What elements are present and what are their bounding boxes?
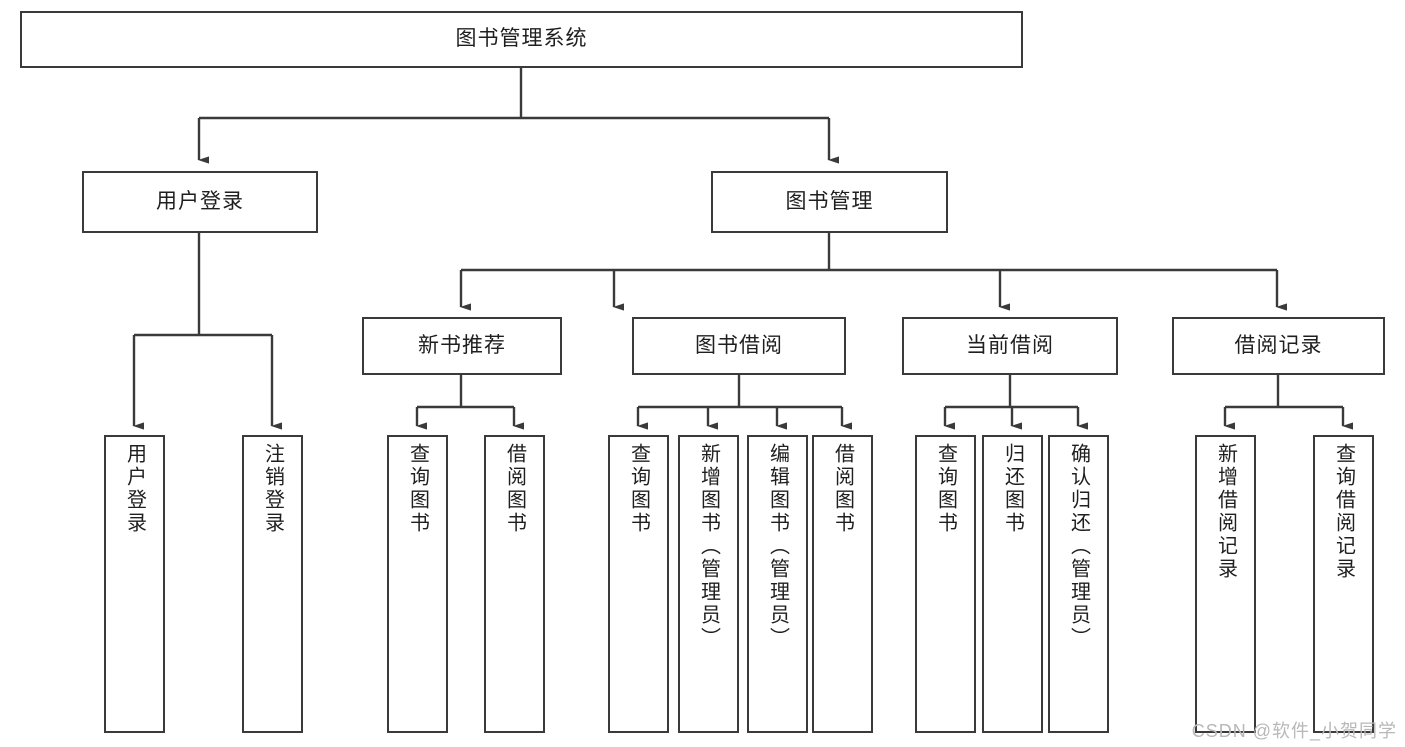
node-root[interactable]: 图书管理系统 <box>20 11 1023 68</box>
node-book-management[interactable]: 图书管理 <box>711 171 948 233</box>
leaf-return-book[interactable]: 归还图书 <box>982 435 1043 733</box>
leaf-borrow-book-newbook-label: 借阅图书 <box>503 443 526 535</box>
leaf-confirm-return-admin[interactable]: 确认归还（管理员） <box>1048 435 1109 733</box>
leaf-borrow-book[interactable]: 借阅图书 <box>812 435 873 733</box>
leaf-logout-label: 注销登录 <box>261 443 284 535</box>
leaf-query-borrow-record-label: 查询借阅记录 <box>1332 443 1355 581</box>
node-borrow-record-label: 借阅记录 <box>1234 333 1323 357</box>
node-new-book-recommend-label: 新书推荐 <box>418 333 506 357</box>
node-book-management-label: 图书管理 <box>785 189 874 213</box>
leaf-query-book-borrow-label: 查询图书 <box>627 443 650 535</box>
leaf-query-book-current-label: 查询图书 <box>934 443 957 535</box>
leaf-confirm-return-admin-label: 确认归还（管理员） <box>1067 443 1090 650</box>
leaf-borrow-book-label: 借阅图书 <box>831 443 854 535</box>
node-user-login-label: 用户登录 <box>156 189 244 213</box>
leaf-edit-book-admin-label: 编辑图书（管理员） <box>766 443 789 650</box>
node-root-label: 图书管理系统 <box>455 27 588 51</box>
node-book-borrow-label: 图书借阅 <box>695 333 783 357</box>
leaf-add-borrow-record[interactable]: 新增借阅记录 <box>1195 435 1256 733</box>
leaf-borrow-book-newbook[interactable]: 借阅图书 <box>484 435 545 733</box>
leaf-query-book-borrow[interactable]: 查询图书 <box>608 435 669 733</box>
node-current-borrow[interactable]: 当前借阅 <box>902 317 1118 375</box>
leaf-return-book-label: 归还图书 <box>1001 443 1024 535</box>
leaf-user-login-label: 用户登录 <box>123 443 146 535</box>
leaf-edit-book-admin[interactable]: 编辑图书（管理员） <box>747 435 808 733</box>
node-book-borrow[interactable]: 图书借阅 <box>632 317 846 375</box>
leaf-add-borrow-record-label: 新增借阅记录 <box>1214 443 1237 581</box>
leaf-query-book-current[interactable]: 查询图书 <box>915 435 976 733</box>
leaf-logout[interactable]: 注销登录 <box>242 435 303 733</box>
leaf-user-login[interactable]: 用户登录 <box>104 435 165 733</box>
node-borrow-record[interactable]: 借阅记录 <box>1172 317 1385 375</box>
node-current-borrow-label: 当前借阅 <box>966 333 1054 357</box>
leaf-query-book-newbook-label: 查询图书 <box>406 443 429 535</box>
leaf-query-borrow-record[interactable]: 查询借阅记录 <box>1313 435 1374 733</box>
node-user-login[interactable]: 用户登录 <box>82 171 318 233</box>
leaf-query-book-newbook[interactable]: 查询图书 <box>387 435 448 733</box>
leaf-add-book-admin[interactable]: 新增图书（管理员） <box>678 435 739 733</box>
node-new-book-recommend[interactable]: 新书推荐 <box>362 317 562 375</box>
leaf-add-book-admin-label: 新增图书（管理员） <box>697 443 720 650</box>
